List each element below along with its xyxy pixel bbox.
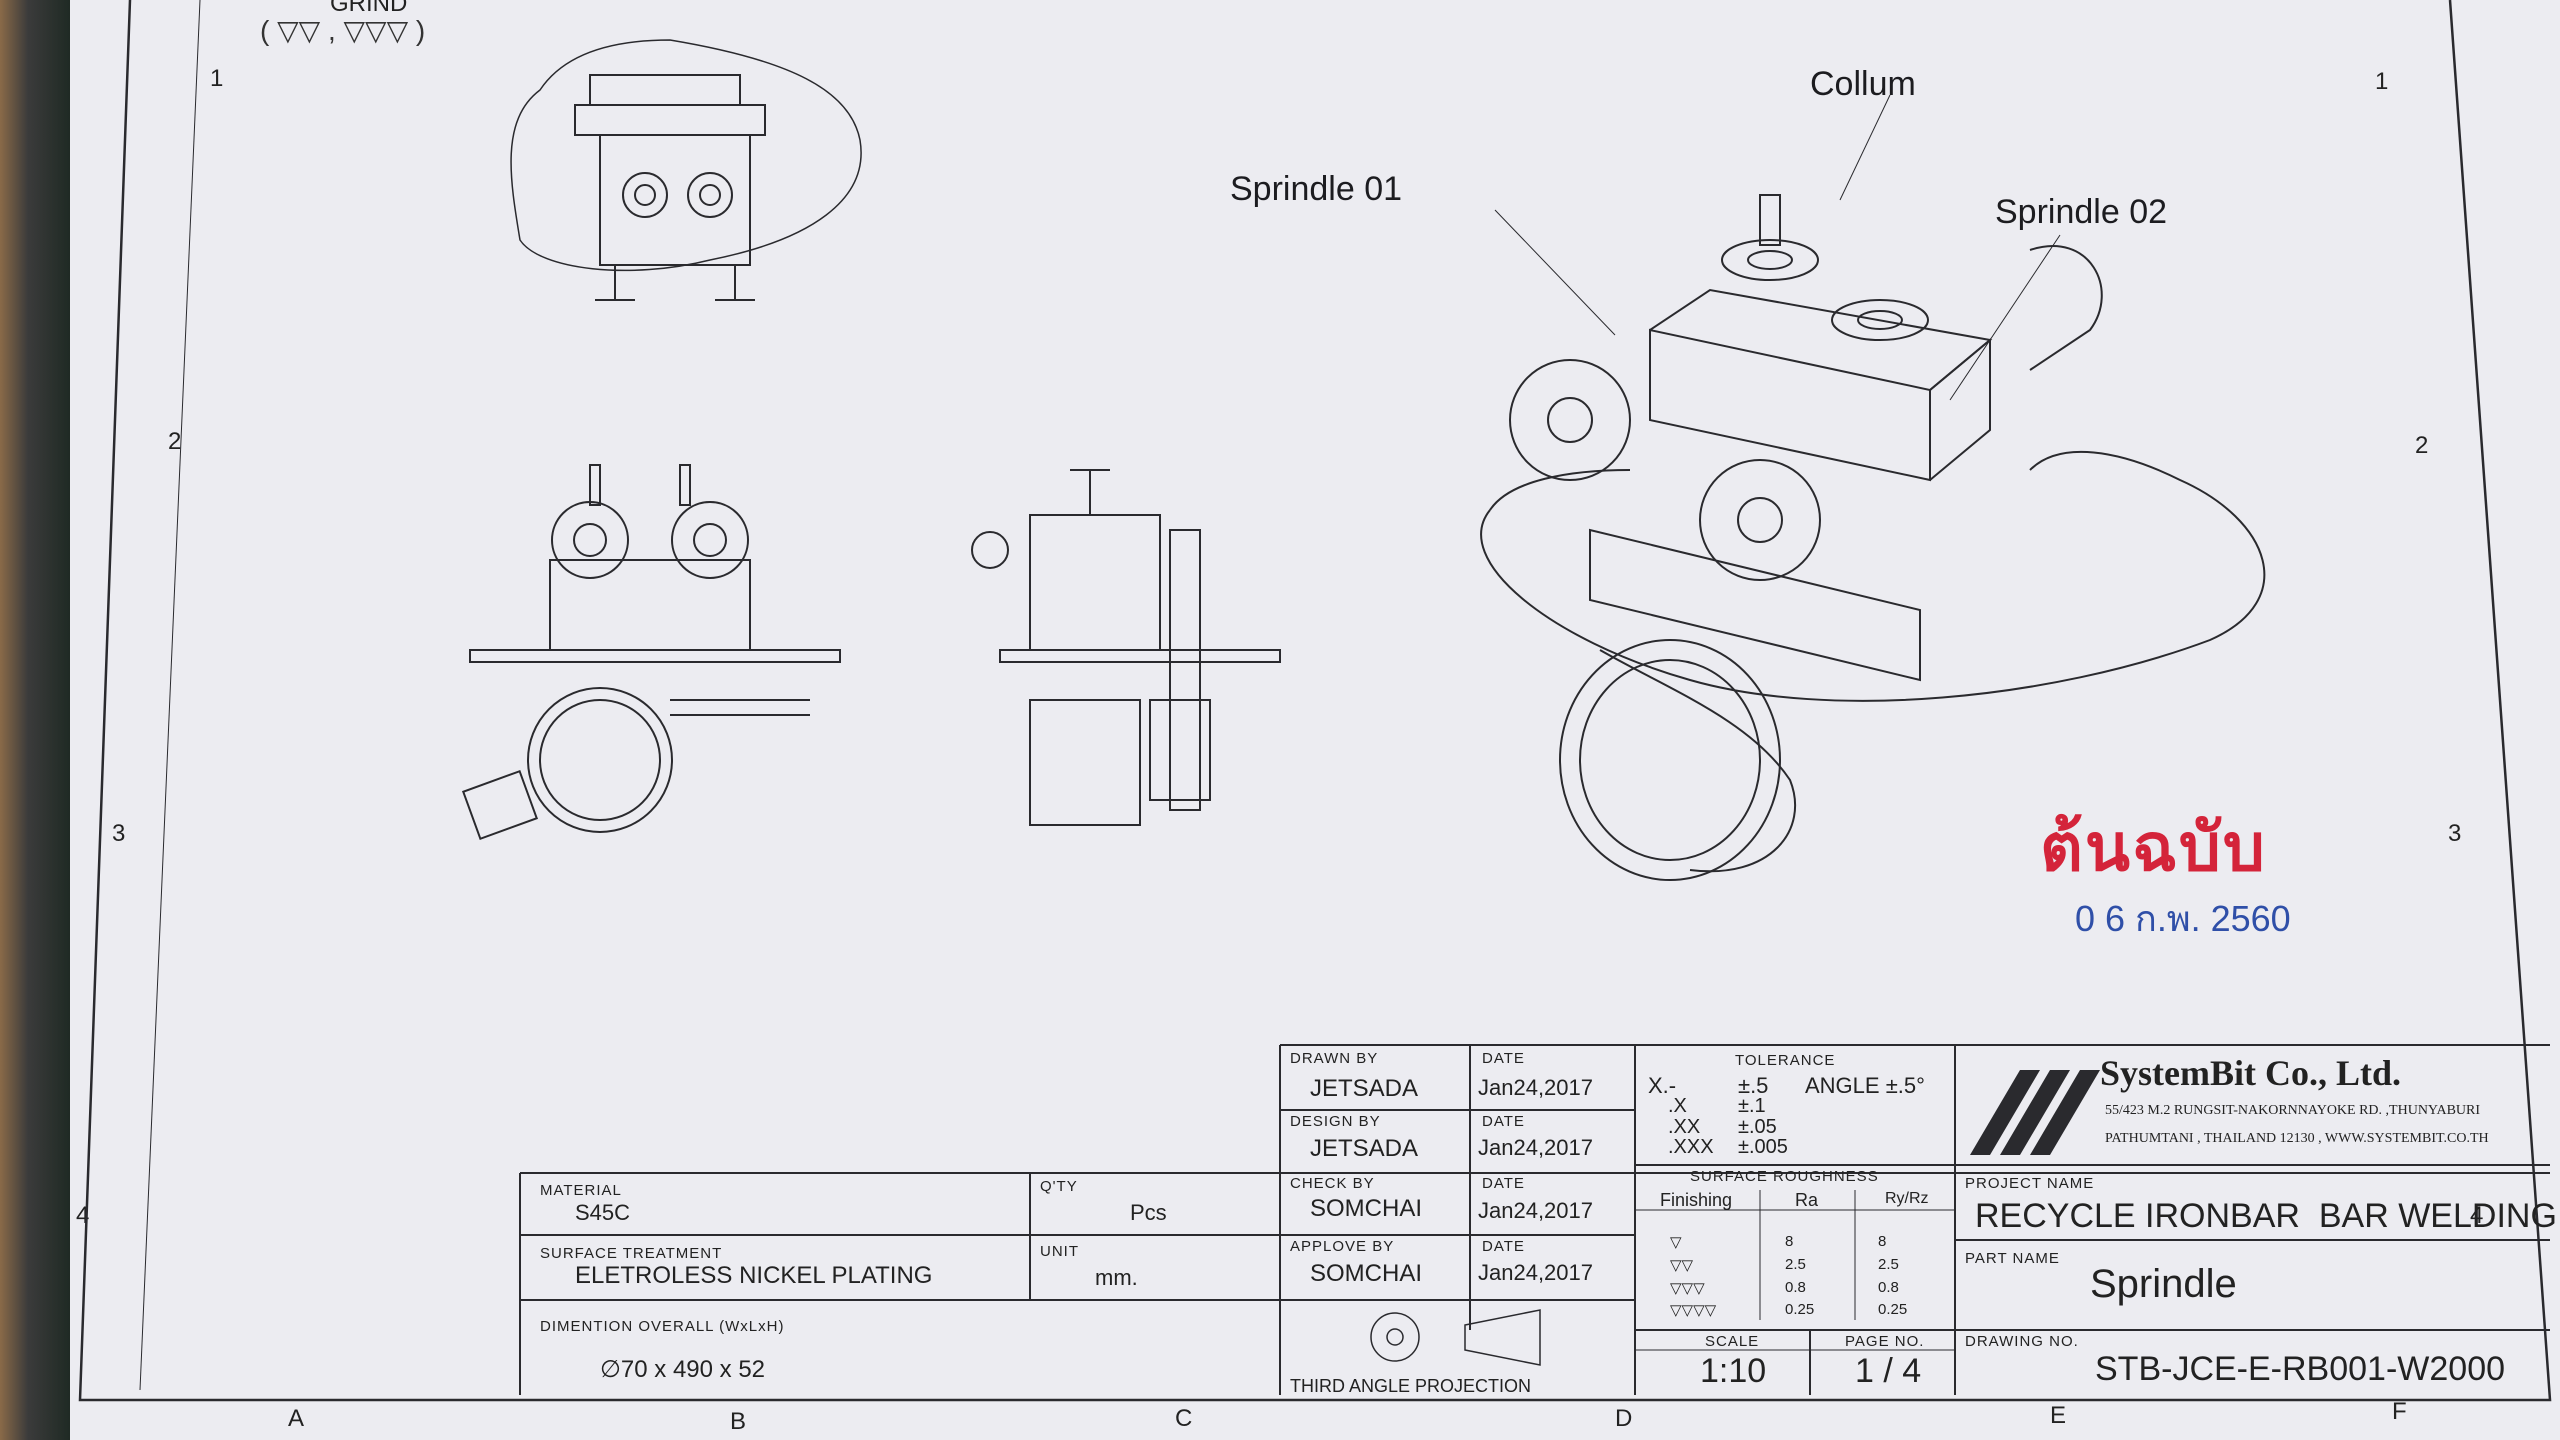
date-value-2: Jan24,2017 <box>1478 1135 1593 1160</box>
top-view <box>510 39 862 301</box>
callout-sprindle-01: Sprindle 01 <box>1230 170 1403 208</box>
page-label: PAGE NO. <box>1845 1333 1925 1350</box>
grind-label: GRIND <box>330 0 408 17</box>
roughness-sym-3: ▽▽▽ <box>1670 1280 1705 1297</box>
row-label-left-3: 3 <box>112 820 126 847</box>
roughness-sym-2: ▽▽ <box>1670 1257 1694 1274</box>
binder-edge <box>0 0 70 1440</box>
date-value-1: Jan24,2017 <box>1478 1075 1593 1100</box>
callout-sprindle-02: Sprindle 02 <box>1995 193 2168 231</box>
row-label-right-1: 1 <box>2375 68 2389 95</box>
tol-3-val: ±.005 <box>1738 1136 1788 1158</box>
roughness-header-finishing: Finishing <box>1660 1190 1733 1210</box>
col-label-b: B <box>730 1408 747 1435</box>
approve-by-label: APPLOVE BY <box>1290 1238 1395 1255</box>
col-label-e: E <box>2050 1402 2067 1429</box>
col-label-f: F <box>2392 1398 2407 1425</box>
roughness-sym-1: ▽ <box>1670 1234 1682 1251</box>
side-view <box>971 469 1281 826</box>
part-name-value: Sprindle <box>2090 1262 2237 1306</box>
approve-by-value: SOMCHAI <box>1310 1260 1423 1287</box>
surface-label: SURFACE TREATMENT <box>540 1245 723 1262</box>
col-label-d: D <box>1615 1405 1633 1432</box>
company-address-1: 55/423 M.2 RUNGSIT-NAKORNNAYOKE RD. ,THU… <box>2105 1103 2481 1118</box>
date-label-2: DATE <box>1482 1113 1525 1130</box>
projection-symbol <box>1370 1309 1541 1366</box>
company-name: SystemBit Co., Ltd. <box>2100 1053 2402 1093</box>
row-label-right-2: 2 <box>2415 432 2429 459</box>
row-label-right-4: 4 <box>2470 1202 2484 1229</box>
col-label-a: A <box>288 1405 305 1432</box>
roughness-ra-3: 0.8 <box>1785 1279 1806 1296</box>
roughness-ry-4: 0.25 <box>1878 1301 1908 1318</box>
design-by-label: DESIGN BY <box>1290 1113 1381 1130</box>
tol-1-val: ±.1 <box>1738 1095 1766 1117</box>
date-label-4: DATE <box>1482 1238 1525 1255</box>
roughness-label: SURFACE ROUGHNESS <box>1690 1168 1879 1185</box>
drawn-by-label: DRAWN BY <box>1290 1050 1379 1067</box>
check-by-value: SOMCHAI <box>1310 1195 1423 1222</box>
tol-1: .X <box>1668 1095 1687 1117</box>
drawing-linework <box>78 0 2552 1402</box>
roughness-ra-2: 2.5 <box>1785 1256 1806 1273</box>
roughness-ry-3: 0.8 <box>1878 1279 1899 1296</box>
date-value-3: Jan24,2017 <box>1478 1198 1593 1223</box>
row-label-left-1: 1 <box>210 65 224 92</box>
tol-3: .XXX <box>1668 1136 1714 1158</box>
col-label-c: C <box>1175 1405 1193 1432</box>
row-label-left-2: 2 <box>168 428 182 455</box>
company-address-2: PATHUMTANI , THAILAND 12130 , WWW.SYSTEM… <box>2105 1131 2489 1146</box>
roughness-ra-4: 0.25 <box>1785 1301 1815 1318</box>
date-label-1: DATE <box>1482 1050 1525 1067</box>
roughness-ra-1: 8 <box>1785 1233 1794 1250</box>
scale-label: SCALE <box>1705 1333 1760 1350</box>
unit-label: UNIT <box>1040 1243 1079 1260</box>
project-name-label: PROJECT NAME <box>1965 1175 2095 1192</box>
grind-symbols: ( ▽▽ , ▽▽▽ ) <box>260 15 426 46</box>
check-by-label: CHECK BY <box>1290 1175 1375 1192</box>
company-logo-icon <box>1970 1070 2100 1155</box>
projection-label: THIRD ANGLE PROJECTION <box>1290 1376 1532 1396</box>
title-block-lines <box>519 1044 2550 1395</box>
qty-value: Pcs <box>1130 1200 1167 1225</box>
stamp-date: 0 6 ก.พ. 2560 <box>2075 898 2291 939</box>
roughness-header-ry: Ry/Rz <box>1885 1190 1929 1207</box>
roughness-ry-2: 2.5 <box>1878 1256 1899 1273</box>
roughness-sym-4: ▽▽▽▽ <box>1670 1302 1717 1319</box>
scale-value: 1:10 <box>1700 1352 1767 1390</box>
qty-label: Q'TY <box>1040 1178 1078 1195</box>
row-label-right-3: 3 <box>2448 820 2462 847</box>
drawn-by-value: JETSADA <box>1310 1075 1419 1102</box>
dimension-value: ∅70 x 490 x 52 <box>600 1356 766 1383</box>
tol-2: .XX <box>1668 1116 1701 1138</box>
date-value-4: Jan24,2017 <box>1478 1260 1593 1285</box>
original-stamp: ต้นฉบับ <box>2040 810 2267 884</box>
project-name-value: RECYCLE IRONBAR BAR WELDING <box>1975 1197 2557 1235</box>
drawing-no-label: DRAWING NO. <box>1965 1333 2079 1350</box>
part-name-label: PART NAME <box>1965 1250 2060 1267</box>
tolerance-label: TOLERANCE <box>1735 1052 1836 1069</box>
roughness-header-ra: Ra <box>1795 1190 1819 1210</box>
drawing-sheet: GRIND ( ▽▽ , ▽▽▽ ) 1 2 3 4 1 2 3 4 A B C… <box>70 0 2560 1440</box>
drawing-no-value: STB-JCE-E-RB001-W2000 <box>2095 1350 2506 1388</box>
date-label-3: DATE <box>1482 1175 1525 1192</box>
tol-2-val: ±.05 <box>1738 1116 1777 1138</box>
dimension-label: DIMENTION OVERALL (WxLxH) <box>540 1318 785 1335</box>
isometric-view <box>1480 194 2266 881</box>
material-value: S45C <box>575 1200 631 1225</box>
tol-angle: ANGLE ±.5° <box>1805 1073 1925 1098</box>
callout-collum: Collum <box>1810 65 1916 103</box>
tol-x-val: ±.5 <box>1738 1073 1769 1098</box>
unit-value: mm. <box>1095 1265 1138 1290</box>
material-label: MATERIAL <box>540 1182 622 1199</box>
roughness-ry-1: 8 <box>1878 1233 1887 1250</box>
design-by-value: JETSADA <box>1310 1135 1419 1162</box>
front-view <box>461 464 841 841</box>
surface-value: ELETROLESS NICKEL PLATING <box>575 1262 933 1289</box>
page-value: 1 / 4 <box>1855 1352 1922 1390</box>
tol-x: X.- <box>1648 1073 1677 1098</box>
